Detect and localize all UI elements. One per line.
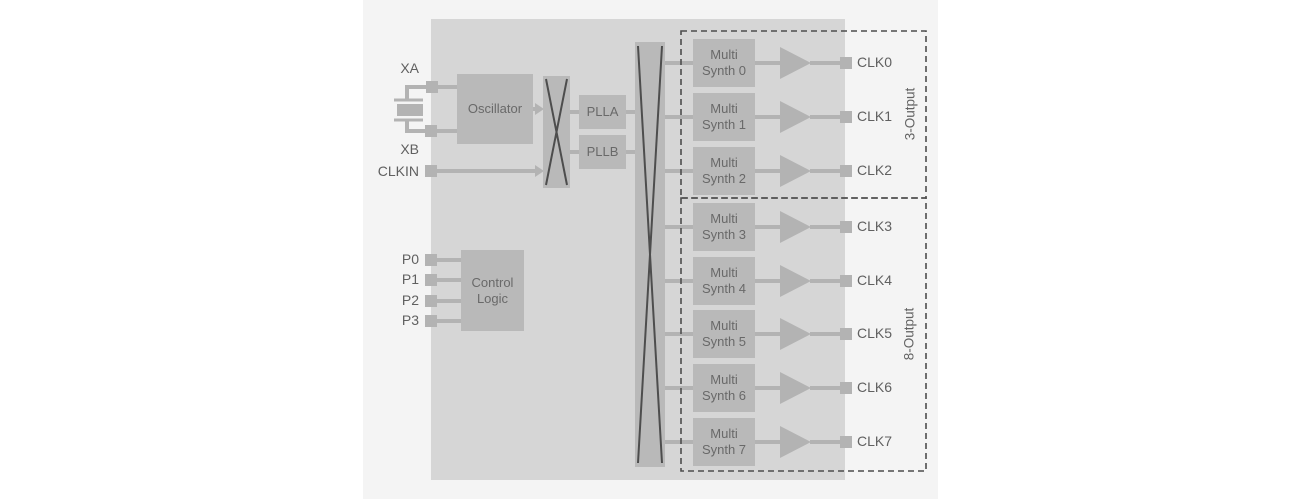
- multisynth2-label-line2: Synth 2: [701, 171, 747, 186]
- buffer0-icon: [780, 47, 811, 79]
- p2-pad: [425, 295, 437, 307]
- crossbar-switch-small-icon: [543, 76, 570, 188]
- buffer6-icon: [780, 372, 811, 404]
- buffer2-icon: [780, 155, 811, 187]
- clkin-arrowhead-icon: [535, 165, 544, 177]
- clk3-pad: [840, 221, 852, 233]
- clkin-pad: [425, 165, 437, 177]
- eight-output-group-border: [680, 197, 927, 472]
- multisynth0-block: Multi Synth 0: [693, 39, 755, 87]
- crossbar-switch-large-icon: [635, 42, 665, 467]
- clk7-pad: [840, 436, 852, 448]
- xa-wire: [405, 85, 457, 100]
- clk0-pad: [840, 57, 852, 69]
- multisynth4-label-line1: Multi: [710, 265, 738, 280]
- plla-block: PLLA: [579, 95, 626, 129]
- plla-label: PLLA: [586, 104, 619, 119]
- multisynth3-label-line2: Synth 3: [701, 227, 747, 242]
- multisynth6-label-line2: Synth 6: [701, 388, 747, 403]
- clk1-pad: [840, 111, 852, 123]
- clk4-pad: [840, 275, 852, 287]
- multisynth3-label-line1: Multi: [710, 211, 738, 226]
- clk6-pad: [840, 382, 852, 394]
- multisynth1-label-line2: Synth 1: [701, 117, 747, 132]
- p0-pad: [425, 254, 437, 266]
- oscillator-block: Oscillator: [457, 74, 533, 144]
- clk0-output-label: CLK0: [857, 54, 893, 70]
- multisynth6-label-line1: Multi: [710, 372, 738, 387]
- buffer3-icon: [780, 211, 811, 243]
- multisynth0-label-line1: Multi: [710, 47, 738, 62]
- multisynth2-block: Multi Synth 2: [693, 147, 755, 195]
- buffer1-icon: [780, 101, 811, 133]
- multisynth5-label-line1: Multi: [710, 318, 738, 333]
- xb-pad: [425, 125, 437, 137]
- crystal-icon: [394, 98, 423, 122]
- multisynth1-label-line1: Multi: [710, 101, 738, 116]
- xa-pin-label: XA: [400, 60, 419, 76]
- clk2-output-label: CLK2: [857, 162, 893, 178]
- three-output-group-label: 3-Output: [902, 87, 918, 141]
- clk5-output-label: CLK5: [857, 325, 893, 341]
- clk2-pad: [840, 165, 852, 177]
- multisynth0-label-line2: Synth 0: [701, 63, 747, 78]
- multisynth4-block: Multi Synth 4: [693, 257, 755, 305]
- clk5-pad: [840, 328, 852, 340]
- multisynth2-label-line1: Multi: [710, 155, 738, 170]
- multisynth3-block: Multi Synth 3: [693, 203, 755, 251]
- multisynth7-label-line2: Synth 7: [701, 442, 747, 457]
- clk1-output-label: CLK1: [857, 108, 893, 124]
- multisynth6-block: Multi Synth 6: [693, 364, 755, 412]
- clk7-output-label: CLK7: [857, 433, 893, 449]
- clkin-pin-label: CLKIN: [377, 163, 419, 179]
- multisynth7-block: Multi Synth 7: [693, 418, 755, 466]
- control-logic-label-line2: Logic: [476, 290, 509, 306]
- xb-crystal-wire: [405, 120, 426, 133]
- eight-output-group-label: 8-Output: [901, 307, 917, 361]
- buffer4-icon: [780, 265, 811, 297]
- buffer5-icon: [780, 318, 811, 350]
- clk3-output-label: CLK3: [857, 218, 893, 234]
- p3-pin-label: P3: [401, 312, 419, 328]
- pllb-label: PLLB: [586, 144, 619, 159]
- multisynth7-label-line1: Multi: [710, 426, 738, 441]
- p1-pin-label: P1: [401, 271, 419, 287]
- p0-pin-label: P0: [401, 251, 419, 267]
- pllb-block: PLLB: [579, 135, 626, 169]
- xb-pin-label: XB: [400, 141, 419, 157]
- oscillator-arrowhead-icon: [535, 103, 544, 115]
- output-buffer-icons: [780, 47, 811, 458]
- multisynth5-block: Multi Synth 5: [693, 310, 755, 358]
- control-logic-label-line1: Control: [471, 274, 514, 290]
- p3-pad: [425, 315, 437, 327]
- xa-pad: [426, 81, 438, 93]
- multisynth5-label-line2: Synth 5: [701, 334, 747, 349]
- group-borders: [680, 30, 927, 472]
- clk6-output-label: CLK6: [857, 379, 893, 395]
- control-logic-block: Control Logic: [461, 250, 524, 331]
- oscillator-label: Oscillator: [467, 101, 523, 116]
- buffer7-icon: [780, 426, 811, 458]
- multisynth1-block: Multi Synth 1: [693, 93, 755, 141]
- clk4-output-label: CLK4: [857, 272, 893, 288]
- p1-pad: [425, 274, 437, 286]
- p2-pin-label: P2: [401, 292, 419, 308]
- pin-pads: [425, 57, 852, 448]
- multisynth4-label-line2: Synth 4: [701, 281, 747, 296]
